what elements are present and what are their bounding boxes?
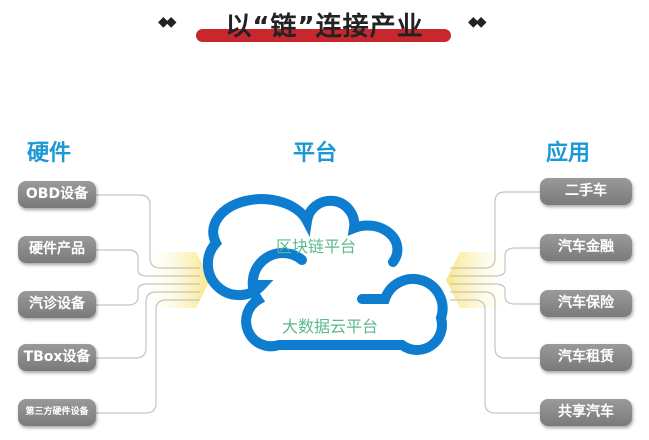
heading-hardware: 硬件 <box>27 141 72 166</box>
hardware-item-tbox[interactable]: TBox设备 <box>18 344 96 371</box>
blockchain-platform-label: 区块链平台 <box>276 237 357 256</box>
heading-application: 应用 <box>546 141 591 166</box>
right-glow-arrow <box>446 252 505 308</box>
heading-platform: 平台 <box>293 141 338 166</box>
app-item-car-rental[interactable]: 汽车租赁 <box>540 344 632 371</box>
app-item-car-insurance[interactable]: 汽车保险 <box>540 290 632 317</box>
app-item-car-finance[interactable]: 汽车金融 <box>540 234 632 261</box>
blockchain-cloud-ring <box>202 194 403 301</box>
hardware-item-products[interactable]: 硬件产品 <box>18 236 96 263</box>
bigdata-cloud-ring <box>241 248 448 355</box>
hardware-item-third-party[interactable]: 第三方硬件设备 <box>18 399 96 426</box>
hardware-item-obd[interactable]: OBD设备 <box>18 181 96 208</box>
left-glow-arrow <box>150 252 210 308</box>
diamond-decoration-right: ◆◆ <box>468 14 486 30</box>
title-underline-bar <box>196 29 451 42</box>
page-title: 以“链”连接产业 <box>225 12 424 42</box>
diamond-decoration-left: ◆◆ <box>158 14 176 30</box>
bigdata-platform-label: 大数据云平台 <box>282 317 379 336</box>
hardware-item-diagnostics[interactable]: 汽诊设备 <box>18 291 96 318</box>
app-item-used-car[interactable]: 二手车 <box>540 178 632 205</box>
app-item-car-sharing[interactable]: 共享汽车 <box>540 399 632 426</box>
